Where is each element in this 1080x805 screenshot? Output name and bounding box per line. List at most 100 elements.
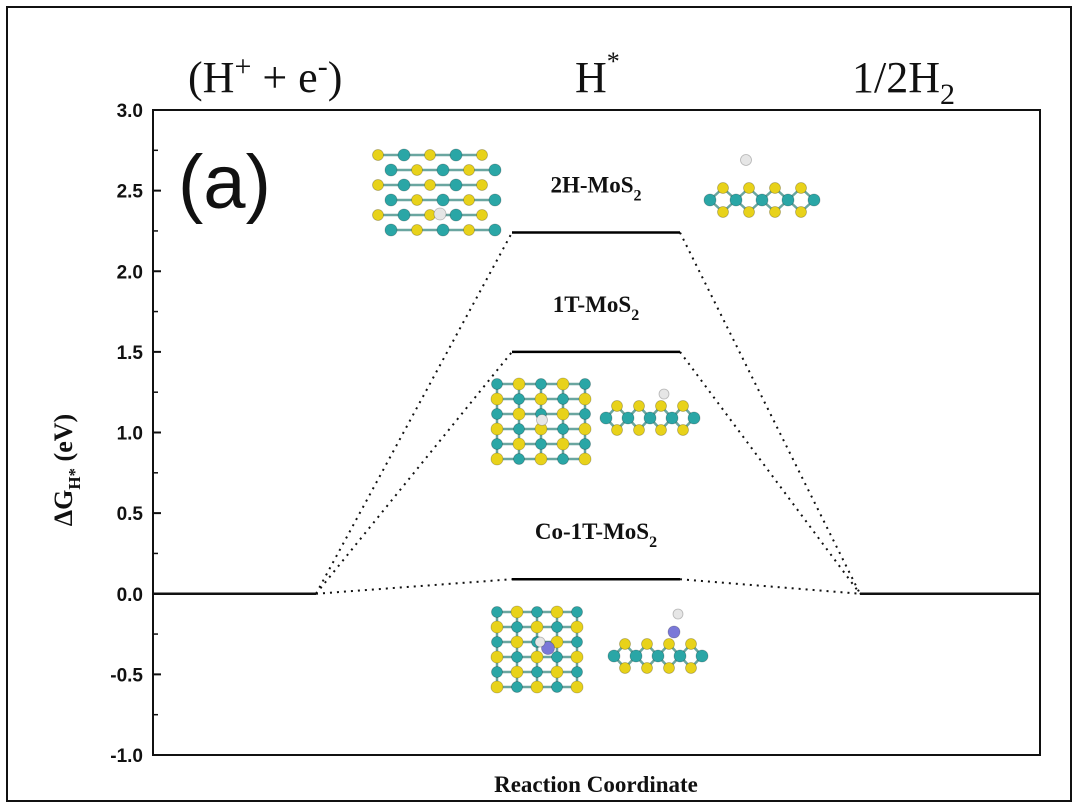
mo-atom	[488, 223, 502, 237]
header-right-label: 1/2H2	[852, 53, 955, 111]
s-atom	[490, 392, 504, 406]
s-atom	[663, 638, 675, 650]
mo-atom	[449, 148, 463, 162]
mo-atom	[551, 681, 563, 693]
level-label-1t-mos2: 1T-MoS2	[553, 292, 639, 324]
s-atom	[611, 400, 623, 412]
link-left-1t-mos2	[315, 351, 513, 595]
s-atom	[633, 400, 645, 412]
s-atom	[411, 164, 423, 176]
s-atom	[463, 194, 475, 206]
mo-atom	[449, 178, 463, 192]
header-middle-label: H*	[575, 47, 620, 102]
mo-atom	[384, 163, 398, 177]
mo-atom	[651, 649, 665, 663]
s-atom	[655, 400, 667, 412]
mo-atom	[807, 193, 821, 207]
s-atom	[512, 407, 526, 421]
s-atom	[372, 209, 384, 221]
s-atom	[424, 179, 436, 191]
s-atom	[372, 149, 384, 161]
mo-atom	[488, 193, 502, 207]
h-atom	[534, 636, 546, 648]
mo-atom	[551, 651, 563, 663]
mo-atom	[488, 163, 502, 177]
mo-atom	[673, 649, 687, 663]
mo-atom	[599, 411, 613, 425]
mo-atom	[557, 453, 569, 465]
s-atom	[411, 194, 423, 206]
s-atom	[717, 182, 729, 194]
mo-atom	[629, 649, 643, 663]
mo-atom	[755, 193, 769, 207]
mo-atom	[687, 411, 701, 425]
h-atom	[658, 388, 670, 400]
y-tick-label: 0.0	[117, 585, 143, 606]
s-atom	[510, 635, 524, 649]
mo-atom	[513, 423, 525, 435]
mo-atom	[491, 666, 503, 678]
s-atom	[633, 424, 645, 436]
s-atom	[556, 377, 570, 391]
level-label-co-1t-mos2: Co-1T-MoS2	[535, 519, 657, 551]
h-atom	[536, 414, 548, 426]
mo-atom	[436, 163, 450, 177]
s-atom	[578, 452, 592, 466]
mo-atom	[571, 636, 583, 648]
connector-lines	[315, 232, 861, 595]
mo-atom	[511, 621, 523, 633]
mo-atom	[557, 393, 569, 405]
s-atom	[490, 452, 504, 466]
mo-atom	[436, 223, 450, 237]
s-atom	[510, 605, 524, 619]
mo-atom	[491, 438, 503, 450]
mo-atom	[557, 423, 569, 435]
mo-atom	[579, 438, 591, 450]
svg-text:ΔGH* (eV): ΔGH* (eV)	[49, 414, 84, 526]
s-atom	[476, 179, 488, 191]
mo-atom	[621, 411, 635, 425]
co-atom	[541, 641, 555, 655]
s-atom	[512, 377, 526, 391]
y-tick-label: 3.0	[117, 101, 143, 122]
s-atom	[490, 680, 504, 694]
s-atom	[530, 680, 544, 694]
s-atom	[743, 206, 755, 218]
mo-atom	[397, 208, 411, 222]
mo-atom	[535, 378, 547, 390]
mo-atom	[729, 193, 743, 207]
s-atom	[769, 182, 781, 194]
mo-atom	[531, 606, 543, 618]
energy-levels	[153, 231, 1040, 595]
y-tick-label: -0.5	[110, 665, 143, 686]
s-atom	[490, 650, 504, 664]
mo-atom	[384, 223, 398, 237]
s-atom	[717, 206, 729, 218]
co-atom	[667, 625, 681, 639]
mo-atom	[513, 453, 525, 465]
x-axis-title: Reaction Coordinate	[494, 772, 698, 797]
mo-atom	[571, 606, 583, 618]
link-right-2h-mos2	[679, 232, 861, 595]
s-atom	[510, 665, 524, 679]
s-atom	[490, 422, 504, 436]
s-atom	[556, 407, 570, 421]
s-atom	[578, 422, 592, 436]
link-left-2h-mos2	[315, 232, 513, 595]
y-tick-label: -1.0	[110, 746, 143, 767]
mo-atom	[703, 193, 717, 207]
s-atom	[663, 662, 675, 674]
s-atom	[490, 620, 504, 634]
h-atom	[740, 154, 752, 166]
mo-atom	[665, 411, 679, 425]
s-atom	[534, 452, 548, 466]
link-left-co-1t-mos2	[315, 578, 513, 595]
y-tick-label: 2.5	[117, 182, 144, 203]
s-atom	[556, 437, 570, 451]
s-atom	[570, 620, 584, 634]
mo-atom	[571, 666, 583, 678]
s-atom	[550, 665, 564, 679]
s-atom	[795, 206, 807, 218]
y-tick-label: 0.5	[117, 504, 144, 525]
s-atom	[530, 620, 544, 634]
